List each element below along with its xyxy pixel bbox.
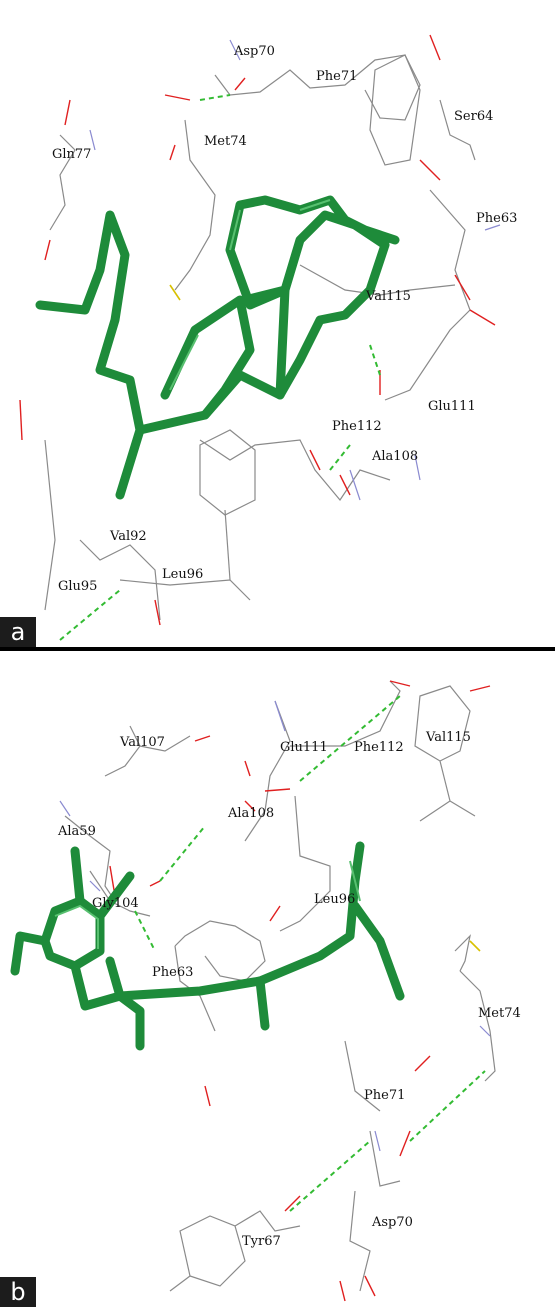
residue-label: Ala59 <box>57 824 96 839</box>
residue-label: Ser64 <box>454 109 493 124</box>
residue-label: Phe71 <box>316 69 357 84</box>
panel-a: Asp70 Phe71 Gln77 Met74 Ser64 Phe63 Val1… <box>0 0 555 647</box>
ligand-b <box>10 841 405 1051</box>
panel-divider <box>0 647 555 651</box>
residue-label: Ala108 <box>227 806 274 821</box>
residue-label: Asp70 <box>233 44 275 59</box>
residue-label: Glu95 <box>58 579 97 594</box>
residue-labels-a: Asp70 Phe71 Gln77 Met74 Ser64 Phe63 Val1… <box>52 44 517 594</box>
hydrogen-bonds-b <box>134 695 486 1212</box>
residue-label: Phe63 <box>152 965 193 980</box>
residue-label: Asp70 <box>371 1215 413 1230</box>
residue-label: Glu111 <box>280 740 328 755</box>
residue-label: Phe63 <box>476 211 517 226</box>
hydrogen-bonds-a <box>59 94 381 641</box>
heteroatoms-b <box>59 680 491 1302</box>
residue-label: Phe71 <box>364 1088 405 1103</box>
receptor-residues-a <box>44 54 476 621</box>
panel-letter-b: b <box>0 1277 36 1307</box>
residue-labels-b: Val107 Glu111 Phe112 Val115 Ala59 Ala108… <box>57 730 521 1249</box>
residue-label: Val115 <box>425 730 471 745</box>
panel-b: Val107 Glu111 Phe112 Val115 Ala59 Ala108… <box>0 651 555 1307</box>
residue-label: Gln77 <box>52 147 91 162</box>
ligand-a <box>35 195 400 500</box>
docking-image-a: Asp70 Phe71 Gln77 Met74 Ser64 Phe63 Val1… <box>19 34 517 641</box>
heteroatoms-a <box>19 34 501 626</box>
residue-label: Met74 <box>204 134 247 149</box>
residue-label: Leu96 <box>162 567 203 582</box>
residue-label: Val92 <box>109 529 147 544</box>
residue-label: Phe112 <box>332 419 382 434</box>
docking-image-b: Val107 Glu111 Phe112 Val115 Ala59 Ala108… <box>10 680 521 1302</box>
residue-label: Met74 <box>478 1006 521 1021</box>
residue-label: Gly104 <box>92 896 139 911</box>
panel-letter-a: a <box>0 617 36 647</box>
residue-label: Glu111 <box>428 399 476 414</box>
residue-label: Tyr67 <box>242 1234 281 1249</box>
residue-label: Val107 <box>119 735 165 750</box>
residue-label: Val115 <box>365 289 411 304</box>
residue-label: Leu96 <box>314 892 355 907</box>
residue-label: Ala108 <box>371 449 418 464</box>
residue-label: Phe112 <box>354 740 404 755</box>
receptor-residues-b <box>64 680 496 1292</box>
